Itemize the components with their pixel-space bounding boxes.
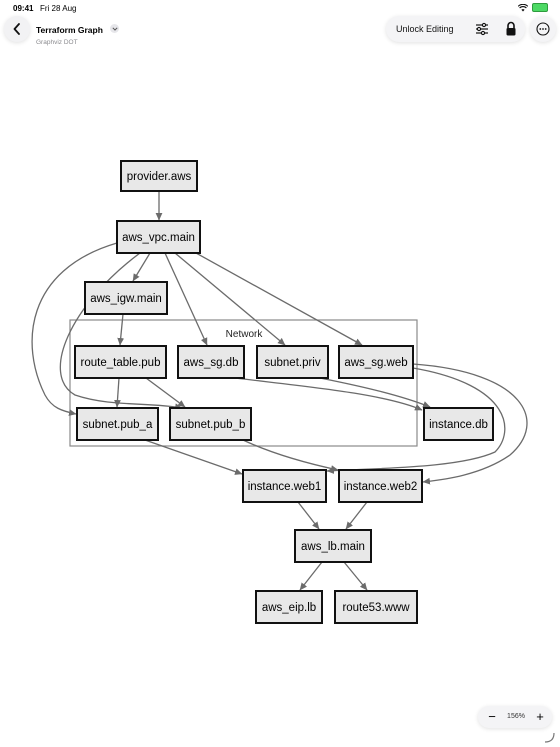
more-options-button[interactable] (530, 16, 556, 42)
toolbar: Terraform Graph Graphviz DOT Unlock Edit… (0, 14, 560, 48)
node-box (76, 407, 159, 441)
node-aws-eip-lb[interactable]: aws_eip.lb (255, 590, 323, 624)
edge-aws-sg-web-to-instance-web1 (326, 367, 506, 474)
edge-aws-vpc-main-to-aws-sg-web (195, 252, 363, 346)
edge-aws-vpc-main-to-aws-igw-main (132, 252, 151, 282)
edge-aws-vpc-main-to-subnet-priv (174, 252, 286, 346)
status-date: Fri 28 Aug (40, 4, 77, 13)
node-route-table-pub[interactable]: route_table.pub (74, 345, 167, 379)
chevron-down-icon (112, 27, 118, 31)
edge-instance-web1-to-aws-lb-main (297, 501, 320, 530)
node-box (256, 345, 329, 379)
node-instance-db[interactable]: instance.db (423, 407, 494, 441)
node-label: subnet.priv (264, 357, 321, 369)
node-subnet-priv[interactable]: subnet.priv (256, 345, 329, 379)
zoom-control: − 156% + (478, 706, 552, 728)
chevron-left-icon (13, 23, 20, 35)
node-label: aws_sg.db (184, 357, 239, 369)
node-instance-web1[interactable]: instance.web1 (242, 469, 327, 503)
sliders-icon[interactable] (474, 21, 490, 37)
node-subnet-pub-b[interactable]: subnet.pub_b (169, 407, 252, 441)
edge-aws-igw-main-to-route-table-pub (117, 313, 125, 346)
back-button[interactable] (4, 16, 30, 42)
cluster-network-label: Network (226, 329, 264, 340)
more-icon (536, 22, 550, 36)
node-aws-igw-main[interactable]: aws_igw.main (84, 281, 168, 315)
node-box (334, 590, 418, 624)
node-box (169, 407, 252, 441)
cluster-network-box (69, 319, 418, 447)
zoom-out-button[interactable]: − (488, 709, 496, 724)
node-box (338, 345, 414, 379)
node-box (177, 345, 245, 379)
unlock-editing-button[interactable]: Unlock Editing (396, 24, 454, 34)
node-label: aws_igw.main (90, 293, 162, 305)
lock-icon[interactable] (504, 21, 518, 37)
document-title: Terraform Graph (36, 25, 103, 35)
node-box (294, 529, 372, 563)
node-box (74, 345, 167, 379)
node-label: aws_sg.web (344, 357, 407, 369)
node-instance-web2[interactable]: instance.web2 (338, 469, 423, 503)
zoom-in-button[interactable]: + (536, 709, 544, 724)
node-box (120, 160, 198, 192)
node-aws-lb-main[interactable]: aws_lb.main (294, 529, 372, 563)
edge-subnet-pub-a-to-instance-web1 (144, 439, 243, 475)
wifi-icon (518, 3, 528, 11)
edge-aws-lb-main-to-aws-eip-lb (299, 561, 323, 591)
node-label: route53.www (342, 602, 410, 614)
edge-subnet-pub-b-to-instance-web2 (242, 439, 339, 472)
node-label: subnet.pub_b (176, 419, 246, 431)
zoom-level: 156% (507, 713, 525, 720)
node-label: subnet.pub_a (83, 419, 153, 431)
node-provider-aws[interactable]: provider.aws (120, 160, 198, 192)
node-box (255, 590, 323, 624)
edge-aws-vpc-main-to-aws-sg-db (164, 252, 208, 346)
node-aws-sg-db[interactable]: aws_sg.db (177, 345, 245, 379)
node-label: provider.aws (127, 171, 192, 183)
status-bar: 09:41 Fri 28 Aug (0, 0, 560, 16)
node-aws-sg-web[interactable]: aws_sg.web (338, 345, 414, 379)
document-title-group[interactable]: Terraform Graph Graphviz DOT (36, 20, 120, 46)
node-label: instance.db (429, 419, 488, 431)
node-label: route_table.pub (81, 357, 161, 369)
node-label: aws_vpc.main (122, 232, 195, 244)
node-label: instance.web1 (248, 481, 322, 493)
node-label: instance.web2 (344, 481, 418, 493)
node-label: aws_lb.main (301, 541, 365, 553)
edge-aws-sg-web-to-instance-web2 (412, 363, 528, 485)
document-subtitle: Graphviz DOT (36, 39, 78, 46)
edge-instance-web2-to-aws-lb-main (345, 501, 368, 530)
node-subnet-pub-a[interactable]: subnet.pub_a (76, 407, 159, 441)
node-route53-www[interactable]: route53.www (334, 590, 418, 624)
node-box (338, 469, 423, 503)
edge-aws-lb-main-to-route53-www (343, 561, 368, 591)
edge-aws-vpc-main-to-subnet-pub-a (31, 242, 118, 416)
battery-icon (532, 3, 548, 12)
resize-handle-icon[interactable] (543, 731, 555, 743)
status-icons (518, 3, 548, 12)
edge-aws-sg-db-to-instance-db (234, 377, 423, 411)
edge-route-table-pub-to-subnet-pub-a (114, 377, 121, 408)
node-box (242, 469, 327, 503)
edge-subnet-priv-to-instance-db (319, 377, 431, 408)
node-box (423, 407, 494, 441)
edge-route-table-pub-to-subnet-pub-b (145, 377, 186, 408)
title-menu-button[interactable] (110, 24, 120, 34)
toolbar-actions: Unlock Editing (386, 16, 525, 42)
node-aws-vpc-main[interactable]: aws_vpc.main (116, 220, 201, 254)
status-time: 09:41 (13, 4, 34, 13)
node-box (84, 281, 168, 315)
node-label: aws_eip.lb (262, 602, 316, 614)
node-box (116, 220, 201, 254)
